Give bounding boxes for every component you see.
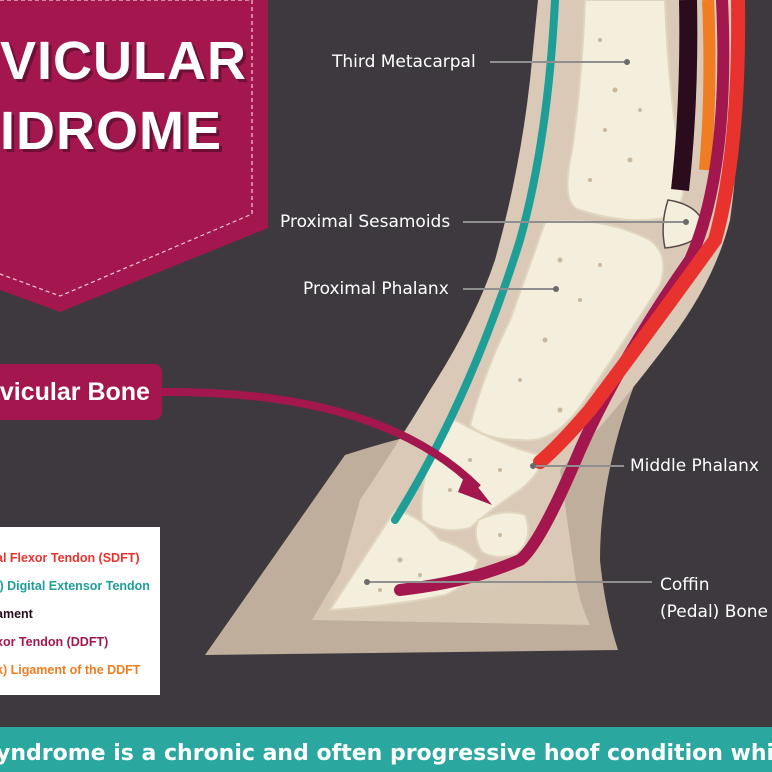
label-middle-phalanx: Middle Phalanx — [630, 456, 759, 476]
check-ligament — [699, 0, 716, 171]
label-proximal-phalanx: Proximal Phalanx — [303, 279, 449, 299]
navicular-bone — [474, 511, 530, 558]
bone-texture — [378, 38, 642, 592]
footer-text: yndrome is a chronic and often progressi… — [0, 741, 772, 766]
legend-item-ddft: xor Tendon (DDFT) — [0, 635, 109, 649]
navicular-arrow — [159, 387, 481, 491]
label-third-metacarpal: Third Metacarpal — [332, 52, 476, 72]
legend-item-ligament: ament — [0, 607, 33, 621]
proximal-phalanx-bone — [468, 219, 665, 442]
leader-dots — [364, 59, 689, 585]
legend-item-sdft: al Flexor Tendon (SDFT) — [0, 551, 140, 565]
label-coffin-line2: (Pedal) Bone — [660, 602, 769, 622]
label-coffin-line1: Coffin — [660, 575, 710, 595]
sdft-tendon — [533, 0, 746, 469]
navicular-arrow-head — [458, 472, 492, 505]
third-metacarpal-bone — [566, 0, 685, 222]
title-banner — [0, 0, 268, 312]
footer-banner: yndrome is a chronic and often progressi… — [0, 727, 772, 772]
extensor-tendon — [391, 0, 559, 524]
title-line-1: VICULAR — [0, 31, 247, 91]
legend-item-check-ligament: k) Ligament of the DDFT — [0, 663, 141, 677]
leader-lines — [367, 61, 686, 583]
ligament — [671, 0, 698, 191]
label-proximal-sesamoids: Proximal Sesamoids — [280, 212, 451, 232]
navicular-callout: avicular Bone — [0, 364, 162, 420]
legend-item-extensor: l) Digital Extensor Tendon — [0, 579, 150, 593]
ddft-tendon — [394, 0, 730, 596]
legend: al Flexor Tendon (SDFT) l) Digital Exten… — [0, 527, 160, 695]
title-line-2: IDROME — [0, 101, 222, 161]
